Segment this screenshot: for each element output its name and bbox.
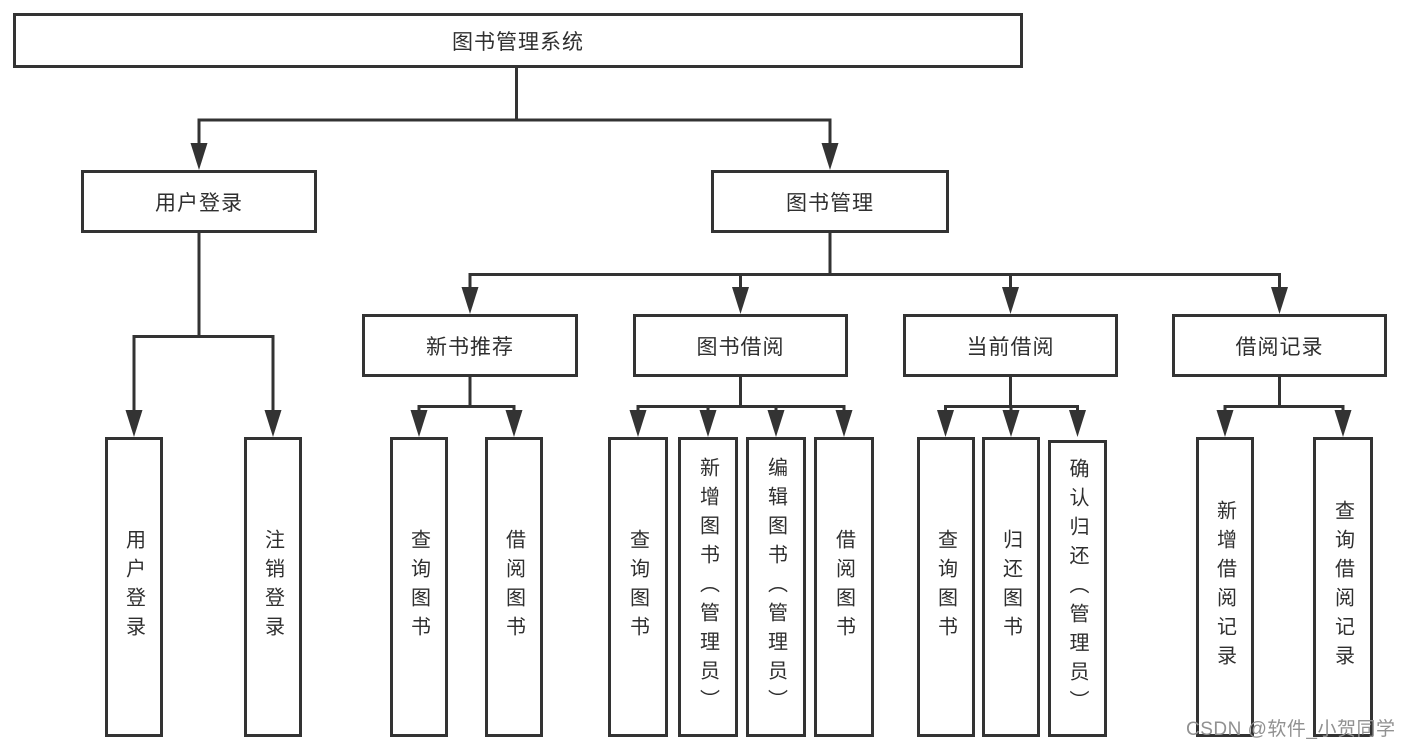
node-label: 图书管理 (786, 191, 874, 215)
node-book-borrowing: 图书借阅 (633, 314, 848, 377)
node-borrowing-records: 借阅记录 (1172, 314, 1387, 377)
leaf-label: 查询图书 (407, 529, 430, 645)
leaf-label: 新增借阅记录 (1213, 500, 1236, 674)
arrowhead (1069, 410, 1086, 437)
node-label: 用户登录 (155, 191, 243, 215)
leaf-label: 新增图书（管理员） (696, 456, 719, 718)
connector-level2-bar (197, 118, 832, 150)
arrowhead (835, 410, 853, 437)
arrowhead (505, 410, 523, 437)
connector-newbook-bar (417, 405, 516, 416)
leaf-borrow-borrow-books: 借阅图书 (814, 437, 874, 737)
arrowhead (410, 410, 428, 437)
node-current-borrowing: 当前借阅 (903, 314, 1118, 377)
arrowhead (1002, 287, 1019, 314)
leaf-label: 编辑图书（管理员） (764, 456, 787, 718)
arrowhead (190, 143, 208, 170)
arrowhead (1216, 410, 1234, 437)
node-label: 图书管理系统 (452, 30, 584, 54)
csdn-watermark: CSDN @软件_小贺同学 (1186, 719, 1396, 740)
node-label: 当前借阅 (966, 335, 1055, 359)
leaf-label: 借阅图书 (502, 529, 525, 645)
arrowhead (461, 287, 479, 314)
leaf-label: 查询图书 (626, 529, 649, 645)
leaf-label: 确认归还（管理员） (1066, 458, 1088, 719)
leaf-label: 查询图书 (934, 529, 957, 645)
leaf-borrow-edit-books-admin: 编辑图书（管理员） (746, 437, 806, 737)
connector-records-bar (1223, 405, 1345, 416)
leaf-borrow-add-books-admin: 新增图书（管理员） (678, 437, 738, 737)
leaf-newbook-borrow-books: 借阅图书 (485, 437, 543, 737)
leaf-user-login: 用户登录 (105, 437, 163, 737)
arrowhead (937, 410, 954, 437)
leaf-add-borrow-record: 新增借阅记录 (1196, 437, 1254, 737)
node-label: 借阅记录 (1235, 335, 1324, 359)
connector-login-bar (132, 335, 275, 416)
arrowhead (1271, 287, 1288, 314)
arrowhead (699, 410, 717, 437)
leaf-label: 注销登录 (261, 529, 284, 645)
node-book-management-system: 图书管理系统 (13, 13, 1023, 68)
arrowhead (264, 410, 282, 437)
leaf-logout: 注销登录 (244, 437, 302, 737)
leaf-query-borrow-record: 查询借阅记录 (1313, 437, 1373, 737)
leaf-borrow-query-books: 查询图书 (608, 437, 668, 737)
arrowhead (821, 143, 839, 170)
leaf-newbook-query-books: 查询图书 (390, 437, 448, 737)
connector-level3-bar (468, 273, 1281, 294)
arrowhead (732, 287, 749, 314)
node-book-management: 图书管理 (711, 170, 949, 233)
node-label: 图书借阅 (696, 335, 785, 359)
arrowhead (125, 410, 143, 437)
leaf-label: 归还图书 (999, 529, 1022, 645)
leaf-label: 借阅图书 (832, 529, 855, 645)
node-user-login: 用户登录 (81, 170, 317, 233)
node-new-book-recommend: 新书推荐 (362, 314, 578, 377)
leaf-label: 用户登录 (122, 529, 145, 645)
arrowhead (629, 410, 647, 437)
connector-borrow-bar (636, 405, 846, 416)
arrowhead (1334, 410, 1352, 437)
leaf-current-query-books: 查询图书 (917, 437, 975, 737)
arrowhead (767, 410, 785, 437)
leaf-current-confirm-return-admin: 确认归还（管理员） (1048, 440, 1107, 737)
leaf-label: 查询借阅记录 (1331, 500, 1354, 674)
leaf-current-return-books: 归还图书 (982, 437, 1040, 737)
node-label: 新书推荐 (426, 335, 514, 359)
arrowhead (1002, 410, 1020, 437)
